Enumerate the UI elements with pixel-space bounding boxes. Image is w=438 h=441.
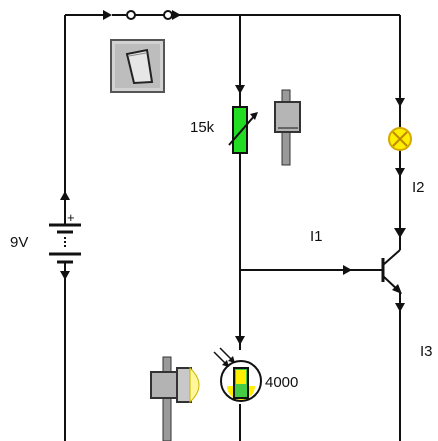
current-collector-label: I2 <box>412 179 425 196</box>
ldr-value-label: 4000 <box>265 374 298 391</box>
light-dependent-resistor-icon <box>213 336 262 402</box>
switch-symbol <box>103 10 181 20</box>
flashlight-icon[interactable] <box>150 356 200 441</box>
battery-icon <box>49 191 81 280</box>
battery-plus-label: + <box>67 210 75 225</box>
arrow-right-icon <box>343 265 352 275</box>
toggle-switch-icon[interactable] <box>110 39 165 93</box>
current-base-label: I1 <box>310 228 323 245</box>
voltage-label: 9V <box>10 234 28 251</box>
arrow-down-icon <box>235 85 245 94</box>
lamp-icon <box>388 98 412 177</box>
potentiometer <box>228 85 258 154</box>
current-emitter-label: I3 <box>420 343 433 360</box>
npn-transistor-icon <box>381 228 406 312</box>
potentiometer-label: 15k <box>190 119 215 136</box>
slider-control-icon[interactable] <box>274 89 301 166</box>
